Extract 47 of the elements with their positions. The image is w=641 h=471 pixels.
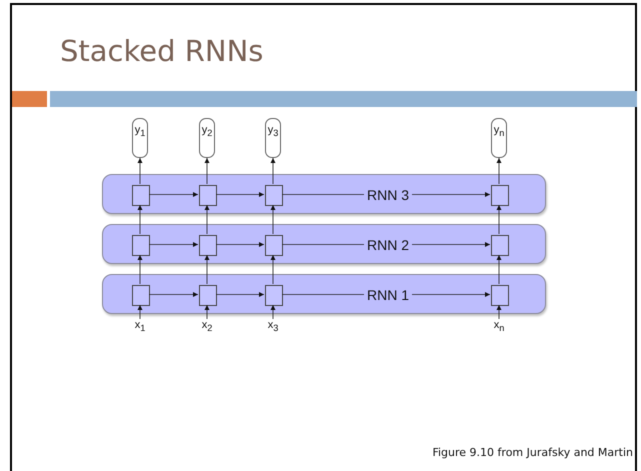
- arrow: [270, 254, 276, 284]
- arrow: [204, 158, 210, 184]
- arrow: [148, 292, 198, 297]
- arrow: [496, 304, 502, 320]
- arrow: [496, 158, 502, 184]
- arrow: [216, 292, 264, 297]
- hidden-state-box: [491, 285, 509, 306]
- input-label: x$_{3}$: [263, 319, 283, 335]
- arrow: [138, 304, 142, 320]
- layer-band: [102, 224, 546, 264]
- hidden-state-box: [265, 185, 283, 206]
- hidden-state-box: [265, 285, 283, 306]
- hidden-state-box: [199, 235, 217, 256]
- arrow: [270, 158, 276, 184]
- arrow: [496, 204, 502, 234]
- arrow: [138, 158, 142, 184]
- output-box: y$_{1}$: [132, 118, 148, 158]
- arrow: [148, 192, 198, 197]
- arrow: [204, 254, 210, 284]
- arrow: [204, 304, 210, 320]
- layer-band: [102, 274, 546, 314]
- hidden-state-box: [491, 235, 509, 256]
- arrow: [496, 254, 502, 284]
- hidden-state-box: [199, 285, 217, 306]
- arrow: [138, 204, 142, 234]
- input-label: x$_{n}$: [489, 319, 509, 335]
- figure-caption: Figure 9.10 from Jurafsky and Martin: [432, 446, 633, 459]
- arrow: [216, 192, 264, 197]
- hidden-state-box: [491, 185, 509, 206]
- hidden-state-box: [132, 285, 150, 306]
- arrow: [138, 254, 142, 284]
- hidden-state-box: [199, 185, 217, 206]
- hidden-state-box: [132, 185, 150, 206]
- output-box: y$_{2}$: [199, 118, 215, 158]
- arrow: [270, 204, 276, 234]
- input-label: x$_{1}$: [130, 319, 150, 335]
- arrow: [148, 242, 198, 247]
- output-box: y$_{3}$: [265, 118, 281, 158]
- input-label: x$_{2}$: [197, 319, 217, 335]
- slide-title: Stacked RNNs: [60, 34, 264, 68]
- arrow: [216, 242, 264, 247]
- arrow: [204, 204, 210, 234]
- output-box: y$_{n}$: [491, 118, 507, 158]
- arrow: [270, 304, 276, 320]
- hidden-state-box: [132, 235, 150, 256]
- hidden-state-box: [265, 235, 283, 256]
- layer-band: [102, 174, 546, 214]
